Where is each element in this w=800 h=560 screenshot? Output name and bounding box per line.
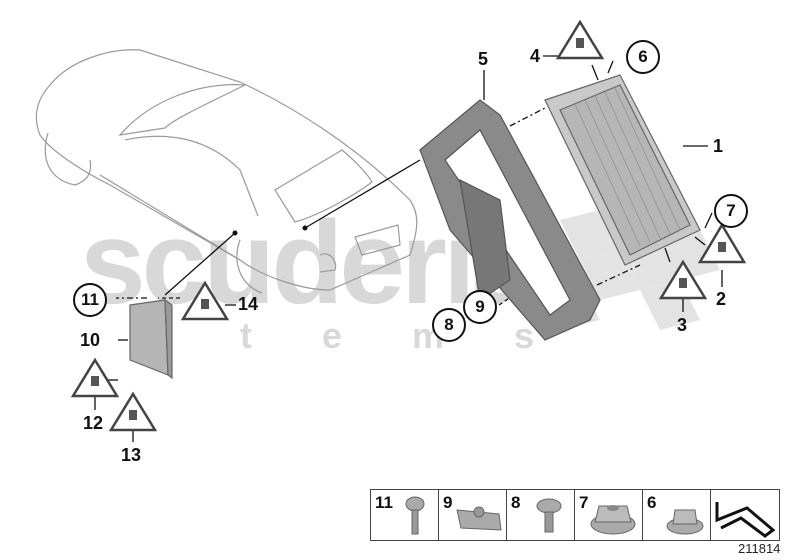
legend-item-hex-bolt[interactable]: 8 [507, 490, 575, 540]
control-unit-part-10 [129, 298, 173, 380]
callout-1: 1 [713, 136, 724, 156]
callout-9: 9 [463, 290, 497, 324]
callout-10: 10 [80, 330, 101, 350]
callout-8: 8 [432, 308, 466, 342]
callout-4: 4 [530, 46, 541, 66]
bracket-part-5 [419, 99, 601, 341]
callout-11: 11 [73, 283, 107, 317]
hex-bolt-icon [536, 498, 562, 533]
legend-item-arrow[interactable] [711, 490, 779, 540]
small-parts-legend: 11 9 8 7 6 [370, 489, 780, 541]
callout-6: 6 [626, 40, 660, 74]
callout-12: 12 [83, 413, 104, 433]
callout-2: 2 [716, 289, 727, 309]
legend-item-flange-nut-small[interactable]: 6 [643, 490, 711, 540]
legend-item-flange-nut-large[interactable]: 7 [575, 490, 643, 540]
callout-13: 13 [121, 445, 142, 465]
legend-item-clip-nut[interactable]: 9 [439, 490, 507, 540]
watermark-sub: s t e m s [150, 315, 565, 356]
flange-nut-large-icon [590, 505, 636, 535]
diagram-code: 211814 [738, 541, 781, 556]
legend-item-screw[interactable]: 11 [371, 490, 439, 540]
clip-nut-icon [456, 506, 502, 531]
arrow-symbol-icon [715, 502, 776, 538]
flange-nut-small-icon [666, 509, 704, 535]
callout-7: 7 [714, 194, 748, 228]
amplifier-part-1 [544, 74, 701, 266]
callout-14: 14 [238, 294, 259, 314]
callout-3: 3 [677, 315, 688, 335]
car-outline [35, 49, 418, 294]
callout-5: 5 [478, 49, 489, 69]
screw-icon [405, 496, 425, 535]
